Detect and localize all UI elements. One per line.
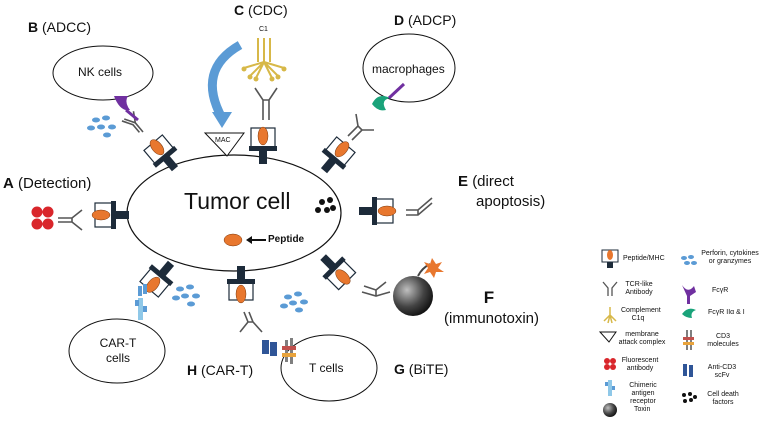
- legend-cd3-label: CD3 molecules: [707, 333, 739, 348]
- legend-fcgr-iia-label: FcγR IIα & I: [708, 309, 745, 316]
- legend-fcgr-iia-icon: [682, 308, 696, 318]
- label-f: F(immunotoxin): [444, 288, 540, 327]
- legend-mac-icon: [598, 331, 617, 343]
- detection-antibody-icon: [58, 209, 83, 231]
- nk-cell: [52, 45, 154, 101]
- label-h: H (CAR-T): [187, 362, 254, 378]
- cell-death-factors-icon: [315, 197, 336, 213]
- legend-c1q-label: Complement C1q: [621, 307, 661, 322]
- legend-car-icon: [605, 380, 615, 396]
- t-cell-label: T cells: [309, 361, 344, 375]
- legend-fluorescent-label: Fluorescent antibody: [621, 357, 659, 372]
- legend-mac-label: membrane attack complex: [618, 331, 666, 346]
- legend-perforin-label: Perforin, cytokines or granzymes: [701, 250, 759, 265]
- cdc-antibody-icon: [254, 87, 278, 120]
- legend-peptide-mhc-label: Peptide/MHC: [623, 255, 665, 262]
- toxin-icon: [393, 276, 433, 316]
- legend-anti-cd3-icon: [683, 364, 693, 377]
- legend-anti-cd3-label: Anti-CD3 scFv: [707, 364, 737, 379]
- mac-icon: [203, 132, 245, 157]
- mhc-top-left: [143, 134, 179, 172]
- legend-car-label: Chimeric antigen receptor: [629, 382, 657, 405]
- cd3-molecules-icon: [282, 338, 296, 364]
- cdc-arrow-icon: [207, 41, 243, 121]
- peptide-icon: [223, 233, 243, 247]
- anti-cd3-icon: [262, 340, 269, 354]
- legend-perforin-icon: [681, 255, 697, 265]
- adcc-antibody-icon: [121, 111, 144, 133]
- granules-nk-icon: [87, 115, 116, 138]
- peptide-label: Peptide: [268, 234, 305, 245]
- label-a: A (Detection): [3, 175, 92, 192]
- legend-c1q-icon: [603, 307, 617, 324]
- granules-t-icon: [280, 291, 308, 313]
- mhc-top-right: [320, 136, 356, 174]
- legend-peptide-mhc-icon: [601, 249, 619, 268]
- label-c: C (CDC): [234, 2, 288, 18]
- mhc-right: [359, 197, 397, 225]
- legend-toxin-icon: [603, 403, 617, 417]
- legend-fluorescent-icon: [604, 358, 616, 370]
- nk-cell-label: NK cells: [78, 65, 123, 79]
- t-cell: [280, 334, 378, 402]
- mhc-top: [249, 126, 277, 164]
- macrophage-cell: [362, 33, 456, 103]
- label-d: D (ADCP): [394, 12, 457, 28]
- adcp-antibody-icon: [347, 113, 374, 141]
- label-g: G (BiTE): [394, 361, 449, 377]
- mhc-left: [91, 201, 129, 229]
- macrophage-label: macrophages: [372, 62, 445, 76]
- car-icon: [135, 284, 147, 320]
- apoptosis-antibody-icon: [406, 197, 433, 216]
- mhc-bottom-left: [139, 260, 175, 298]
- toxin-spark-icon: [424, 258, 444, 278]
- mac-label: MAC: [215, 137, 231, 144]
- granules-cart-icon: [172, 284, 200, 307]
- fluorescent-antibody-icon: [31, 206, 54, 230]
- cart-cell: [68, 318, 166, 384]
- bite-antibody-icon: [239, 311, 263, 333]
- fcgr-icon: [114, 96, 130, 111]
- legend-cell-death-icon: [682, 392, 697, 403]
- mhc-bottom-right: [320, 254, 357, 291]
- legend-fcgr-label: FcγR: [712, 287, 729, 294]
- fcgr-iia-icon: [372, 96, 390, 111]
- legend-cell-death-label: Cell death factors: [707, 391, 739, 406]
- legend-cd3-icon: [683, 330, 694, 350]
- legend-fcgr-icon: [682, 285, 696, 304]
- c1q-icon: [243, 38, 285, 79]
- label-b: B (ADCC): [28, 19, 92, 35]
- tumor-cell-label: Tumor cell: [184, 188, 291, 214]
- c1-label: C1: [259, 26, 268, 33]
- legend-tcr-antibody-icon: [602, 281, 618, 296]
- legend-toxin-label: Toxin: [634, 406, 651, 413]
- immunotoxin-antibody-icon: [361, 281, 391, 297]
- mhc-bottom: [227, 266, 255, 304]
- legend-tcr-antibody-label: TCR-like Antibody: [625, 281, 653, 296]
